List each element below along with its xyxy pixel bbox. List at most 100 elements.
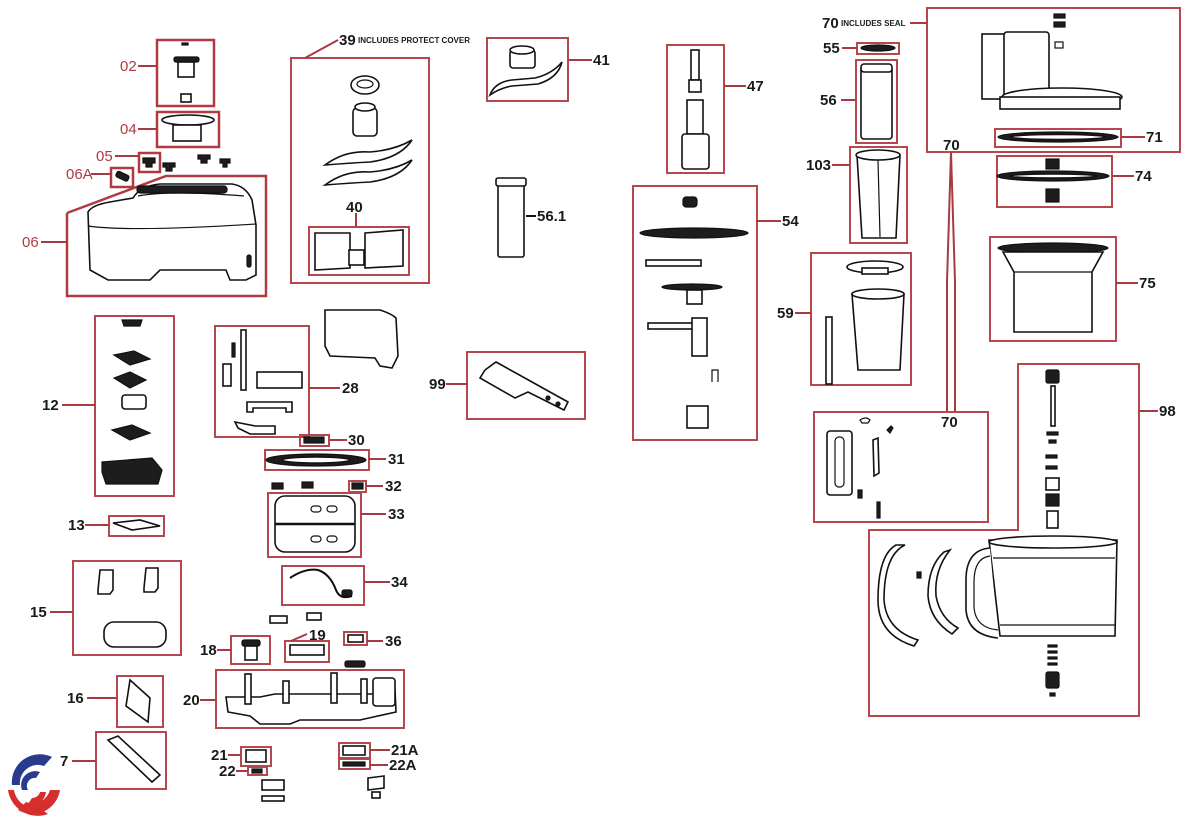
part-group-18[interactable]: 18 (200, 635, 271, 665)
part-group-33[interactable]: 33 (267, 492, 405, 558)
part-group-40[interactable]: 40 (308, 199, 410, 276)
part-05-foot (142, 157, 156, 168)
part-group-59[interactable]: 59 (777, 252, 912, 386)
part-box-06[interactable] (65, 174, 268, 298)
part-group-06A[interactable]: 06A (66, 166, 135, 189)
part-group-loose (269, 612, 322, 624)
callout-7: 7 (60, 753, 68, 770)
callout-05: 05 (96, 148, 113, 165)
part-box-05[interactable] (137, 151, 162, 174)
part-group-31[interactable]: 31 (264, 449, 405, 471)
part-group-103[interactable]: 103 (806, 146, 908, 244)
part-box-40[interactable] (308, 226, 410, 276)
part-02-screw (181, 42, 189, 46)
part-box-56[interactable] (855, 59, 898, 144)
callout-19: 19 (309, 627, 326, 644)
part-group-22[interactable]: 22 (219, 763, 268, 780)
part-group-13[interactable]: 13 (68, 515, 165, 537)
part-group-22A[interactable]: 22A (338, 757, 417, 774)
part-group-15[interactable]: 15 (30, 560, 182, 656)
part-box-02[interactable] (155, 38, 216, 108)
part-28-bracket (246, 401, 293, 413)
part-box-47[interactable] (666, 44, 725, 174)
part-group-54[interactable]: 54 (632, 185, 799, 441)
part-box-103[interactable] (849, 146, 908, 244)
callout-54: 54 (782, 213, 799, 230)
part-group-12[interactable]: 12 (42, 315, 175, 497)
part-top-cover (324, 309, 399, 369)
part-box-74[interactable] (996, 155, 1113, 208)
part-group-70-lid[interactable]: 70 INCLUDES SEAL (822, 7, 1181, 153)
part-group-56[interactable]: 56 (820, 59, 898, 144)
part-group-36[interactable]: 36 (343, 631, 402, 650)
part-28-switch (222, 363, 232, 387)
part-group-19[interactable]: 19 (284, 627, 330, 663)
part-box-34[interactable] (281, 565, 365, 606)
part-box-33[interactable] (267, 492, 362, 558)
part-group-28[interactable]: 28 (214, 325, 359, 438)
part-group-02[interactable]: 02 (120, 38, 216, 108)
part-group-98[interactable]: 98 (868, 363, 1176, 717)
part-box-54[interactable] (632, 185, 758, 441)
part-box-39[interactable] (290, 57, 430, 284)
part-box-19[interactable] (284, 640, 330, 663)
part-40-hub (348, 249, 365, 266)
callout-15: 15 (30, 604, 47, 621)
callout-103: 103 (806, 157, 831, 174)
part-70-pin (876, 501, 881, 519)
part-05-foot-4 (219, 158, 231, 168)
part-20-base (225, 688, 397, 725)
part-box-28[interactable] (214, 325, 310, 438)
part-box-36[interactable] (343, 631, 368, 646)
part-group-75[interactable]: 75 (989, 236, 1156, 342)
part-box-16[interactable] (116, 675, 164, 728)
part-box-98[interactable] (868, 363, 1140, 717)
callout-47: 47 (747, 78, 764, 95)
part-05-foot-3 (197, 154, 211, 164)
part-box-70-lid[interactable] (926, 7, 1181, 153)
part-18-cap (241, 639, 261, 647)
part-20-post-2 (282, 680, 290, 704)
part-box-41[interactable] (486, 37, 569, 102)
callout-70-note: INCLUDES SEAL (841, 19, 906, 28)
part-98-bottom-cap (1045, 671, 1060, 689)
part-group-71[interactable]: 71 (994, 128, 1163, 148)
part-12-block (121, 394, 147, 410)
part-99-spatula (478, 361, 570, 412)
part-group-16[interactable]: 16 (67, 675, 164, 728)
callout-70-mid: 70 (943, 137, 960, 154)
part-30-pad (303, 436, 325, 444)
part-box-59[interactable] (810, 252, 912, 386)
part-box-75[interactable] (989, 236, 1117, 342)
part-group-06[interactable]: 06 (22, 174, 268, 298)
part-box-99[interactable] (466, 351, 586, 420)
brand-logo (8, 754, 60, 816)
part-54-blade (645, 259, 702, 267)
part-98-top-cap (1045, 369, 1060, 384)
part-70-clip (886, 425, 894, 434)
part-group-7[interactable]: 7 (60, 731, 167, 790)
part-group-41[interactable]: 41 (486, 37, 610, 102)
callout-36: 36 (385, 633, 402, 650)
part-box-15[interactable] (72, 560, 182, 656)
part-group-74[interactable]: 74 (996, 155, 1152, 208)
part-group-32[interactable]: 32 (271, 478, 402, 495)
callout-04: 04 (120, 121, 137, 138)
part-group-55[interactable]: 55 (823, 40, 900, 57)
part-box-70-handle[interactable] (813, 411, 989, 523)
part-box-06A[interactable] (109, 166, 135, 189)
part-group-99[interactable]: 99 (429, 351, 586, 420)
part-group-20[interactable]: 20 (183, 669, 405, 729)
part-39-blade-2 (322, 159, 413, 187)
part-group-39[interactable]: 39 INCLUDES PROTECT COVER (290, 32, 470, 284)
part-group-70-handle[interactable]: 70 (813, 411, 989, 523)
part-group-30[interactable]: 30 (299, 432, 365, 449)
part-70-knob (1053, 13, 1066, 19)
part-group-47[interactable]: 47 (666, 44, 764, 174)
part-04-body (172, 124, 202, 142)
part-group-05[interactable]: 05 (96, 148, 231, 174)
part-group-04[interactable]: 04 (120, 110, 221, 149)
part-group-34[interactable]: 34 (281, 565, 408, 606)
part-98-handle-shell (877, 544, 920, 647)
